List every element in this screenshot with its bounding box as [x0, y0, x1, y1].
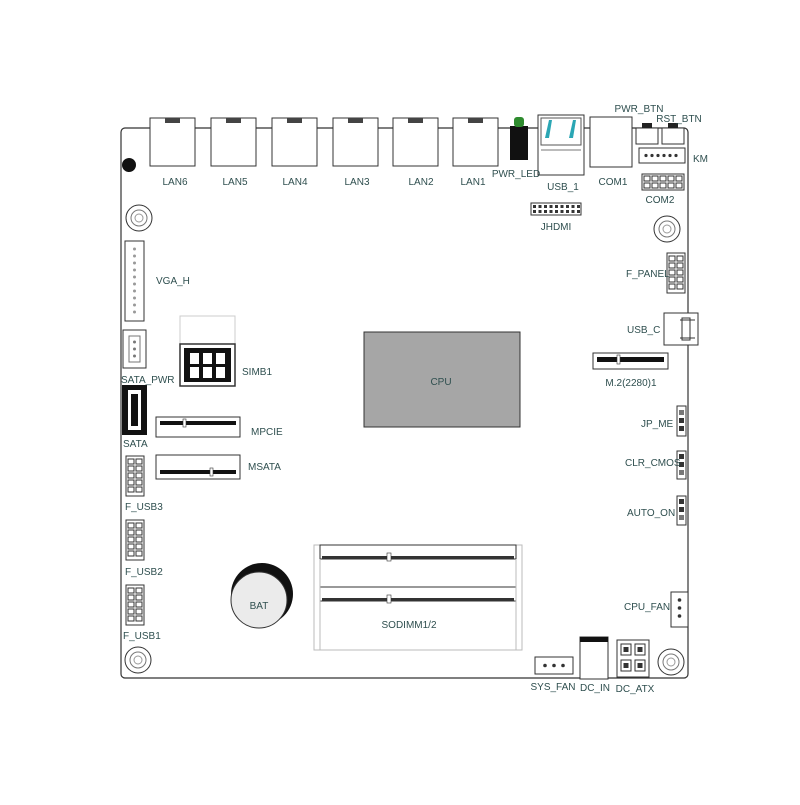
jp-me-jumper: [676, 405, 687, 437]
clr-cmos-jumper: [676, 450, 687, 480]
sata-connector: [122, 385, 147, 435]
jhdmi-header: [530, 202, 582, 216]
label-m2: M.2(2280)1: [605, 378, 657, 389]
label-com1: COM1: [598, 177, 628, 188]
mounting-hole-bottom-left: [124, 646, 152, 674]
sata-pwr-connector: [122, 329, 147, 369]
label-lan4: LAN4: [282, 177, 308, 188]
auto-on-jumper: [676, 495, 687, 526]
label-km: KM: [693, 154, 708, 165]
f-usb1-header: [125, 584, 145, 626]
label-dc-atx: DC_ATX: [615, 684, 655, 695]
lan-port-3: [332, 117, 379, 167]
m2-slot: [592, 352, 669, 370]
mounting-hole-top-right: [653, 215, 681, 243]
mpcie-slot: [155, 416, 241, 438]
label-dc-in: DC_IN: [579, 683, 611, 694]
f-usb3-header: [125, 455, 145, 497]
label-simb1: SIMB1: [242, 367, 273, 378]
km-header: [638, 147, 686, 164]
label-rst-btn: RST_BTN: [656, 114, 702, 125]
label-pwr-btn: PWR_BTN: [614, 104, 664, 115]
cpu-block: [363, 331, 521, 428]
sys-fan-connector: [534, 656, 574, 675]
lan-port-5: [210, 117, 257, 167]
lan-port-1: [452, 117, 499, 167]
label-cpu: CPU: [430, 377, 452, 388]
label-sata-pwr: SATA_PWR: [121, 375, 175, 386]
label-sodimm: SODIMM1/2: [381, 620, 437, 631]
label-f-usb2: F_USB2: [125, 567, 163, 578]
lan-port-6: [149, 117, 196, 167]
vga-h-header: [124, 240, 145, 322]
label-cpu-fan: CPU_FAN: [624, 602, 671, 613]
label-jhdmi: JHDMI: [540, 222, 572, 233]
label-f-panel: F_PANEL: [626, 269, 670, 280]
label-usb-1: USB_1: [547, 182, 579, 193]
label-lan2: LAN2: [408, 177, 434, 188]
cpu-fan-connector: [670, 591, 689, 628]
label-pwr-led: PWR_LED: [491, 169, 541, 180]
com1-port: [589, 116, 633, 168]
label-vga-h: VGA_H: [156, 276, 190, 287]
pwr-led: [510, 117, 528, 160]
label-auto-on: AUTO_ON: [627, 508, 676, 519]
label-mpcie: MPCIE: [251, 427, 283, 438]
msata-slot: [155, 454, 241, 480]
label-lan3: LAN3: [344, 177, 370, 188]
label-msata: MSATA: [248, 462, 281, 473]
mounting-hole-bottom-right: [657, 648, 685, 676]
battery: [230, 563, 293, 629]
label-jp-me: JP_ME: [641, 419, 674, 430]
label-lan6: LAN6: [162, 177, 188, 188]
com2-header: [641, 173, 685, 191]
dc-atx-connector: [616, 639, 650, 678]
lan-port-2: [392, 117, 439, 167]
usb-c-port: [663, 312, 699, 346]
f-panel-header: [666, 252, 686, 294]
label-clr-cmos: CLR_CMOS: [625, 458, 681, 469]
usb-1-port: [537, 114, 585, 176]
lan-port-4: [271, 117, 318, 167]
board-dot: [122, 158, 136, 172]
dc-in-jack: [579, 636, 609, 680]
label-sata: SATA: [123, 439, 148, 450]
label-lan5: LAN5: [222, 177, 248, 188]
label-f-usb3: F_USB3: [125, 502, 163, 513]
label-usb-c: USB_C: [627, 325, 661, 336]
sim-holder: [179, 315, 236, 387]
label-com2: COM2: [645, 195, 675, 206]
pwr-button: [635, 123, 659, 145]
mounting-hole-top-left: [125, 204, 153, 232]
f-usb2-header: [125, 519, 145, 561]
sodimm-slots: [313, 544, 523, 651]
label-sys-fan: SYS_FAN: [530, 682, 576, 693]
label-lan1: LAN1: [460, 177, 486, 188]
label-bat: BAT: [249, 601, 269, 612]
label-f-usb1: F_USB1: [123, 631, 161, 642]
rst-button: [661, 123, 685, 145]
